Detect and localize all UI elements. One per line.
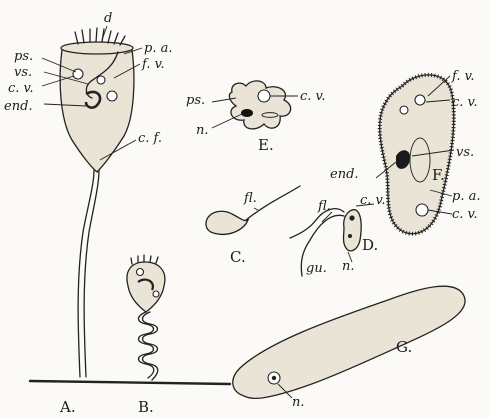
panel-a-vorticella: d ps. p. a. vs. f. v. c. v. end. c. f. A… — [4, 11, 230, 416]
panel-e-body — [229, 81, 290, 129]
label-e-ps: ps. — [186, 93, 205, 108]
panel-a-peristome — [61, 42, 133, 54]
caption-d: D. — [362, 236, 378, 254]
panel-d-nucleus — [348, 234, 352, 238]
caption-b: B. — [138, 398, 154, 416]
panel-d-flagellum-2 — [290, 209, 344, 238]
panel-e-nucleus — [241, 109, 253, 117]
panel-a-vacuole-3 — [107, 91, 117, 101]
label-e-cv: c. v. — [300, 89, 325, 104]
label-f-vs: vs. — [456, 145, 474, 160]
label-d-fl: fl. — [317, 199, 331, 214]
label-f-cv1: c. v. — [452, 95, 477, 110]
leader-e-n — [212, 114, 242, 128]
panel-a-vacuole-2 — [97, 76, 105, 84]
panel-b-coiled-stalk-inner — [143, 312, 158, 380]
panel-b-body — [127, 262, 165, 312]
panel-e-contractile-vacuole — [258, 90, 270, 102]
substrate-line — [30, 381, 230, 384]
label-d-gu: gu. — [306, 261, 327, 276]
panel-f-contractile-vacuole — [416, 204, 428, 216]
label-a-cv: c. v. — [8, 81, 33, 96]
label-f-pa: p. a. — [452, 189, 480, 204]
caption-c: C. — [230, 248, 246, 266]
panel-d-flagellate: c. v. fl. gu. n. D. — [290, 193, 385, 276]
label-d-cv: c. v. — [360, 193, 385, 208]
panel-a-vacuole-1 — [73, 69, 83, 79]
label-c-fl: fl. — [243, 191, 257, 206]
label-a-fv: f. v. — [141, 57, 165, 72]
panel-b-contracted: B. — [127, 255, 165, 416]
panel-f-food-vacuole-1 — [415, 95, 425, 105]
label-f-cv2: c. v. — [452, 207, 477, 222]
panel-b-vacuole-2 — [153, 291, 159, 297]
label-f-end: end. — [330, 167, 359, 182]
label-a-d: d — [104, 11, 112, 26]
panel-c-flagellate: fl. C. — [206, 186, 300, 266]
panel-a-bell-body — [60, 50, 134, 172]
panel-f-paramecium: f. v. c. v. vs. end. p. a. c. v. F. — [330, 69, 480, 234]
panel-d-eyespot — [349, 215, 354, 220]
caption-f: F. — [432, 166, 445, 184]
panel-e-amoeba: ps. c. v. n. E. — [186, 81, 325, 154]
leader-c-fl — [254, 208, 258, 210]
panel-g-nucleolus — [272, 376, 276, 380]
label-a-cf: c. f. — [138, 131, 162, 146]
caption-a: A. — [59, 398, 76, 416]
label-f-fv: f. v. — [451, 69, 475, 84]
label-e-n: n. — [196, 123, 209, 138]
panel-c-body — [206, 211, 248, 234]
panel-f-food-vacuole-2 — [400, 106, 408, 114]
label-g-n: n. — [292, 395, 305, 410]
caption-e: E. — [258, 136, 274, 154]
label-a-end: end. — [4, 99, 33, 114]
panel-g-body — [233, 286, 465, 398]
label-a-ps: ps. — [14, 49, 33, 64]
caption-g: G. — [396, 338, 412, 356]
label-a-pa: p. a. — [144, 41, 172, 56]
panel-a-stalk — [78, 170, 94, 377]
label-a-vs: vs. — [14, 65, 32, 80]
panel-g-gregarine: n. G. — [233, 286, 465, 410]
label-d-n: n. — [342, 259, 355, 274]
panel-b-vacuole-1 — [137, 269, 144, 276]
panel-a-stalk-inner — [84, 170, 99, 377]
